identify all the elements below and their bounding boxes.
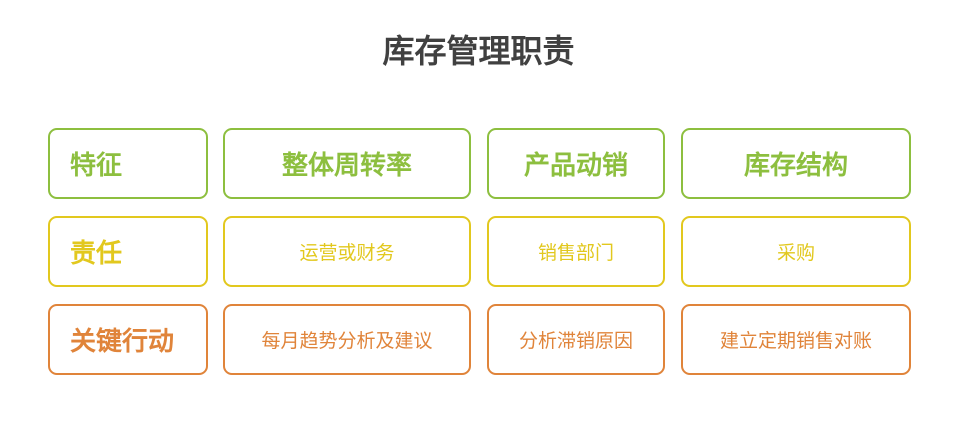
cell-action-2: 分析滞销原因: [487, 304, 665, 375]
row-label-key-actions: 关键行动: [48, 304, 208, 375]
cell-responsibility-3: 采购: [681, 216, 911, 287]
cell-action-1: 每月趋势分析及建议: [223, 304, 471, 375]
cell-action-3: 建立定期销售对账: [681, 304, 911, 375]
header-inventory-structure: 库存结构: [681, 128, 911, 199]
page-title: 库存管理职责: [382, 32, 575, 70]
cell-responsibility-1: 运营或财务: [223, 216, 471, 287]
cell-responsibility-2: 销售部门: [487, 216, 665, 287]
row-label-feature: 特征: [48, 128, 208, 199]
row-label-responsibility: 责任: [48, 216, 208, 287]
header-overall-turnover: 整体周转率: [223, 128, 471, 199]
header-product-sales: 产品动销: [487, 128, 665, 199]
